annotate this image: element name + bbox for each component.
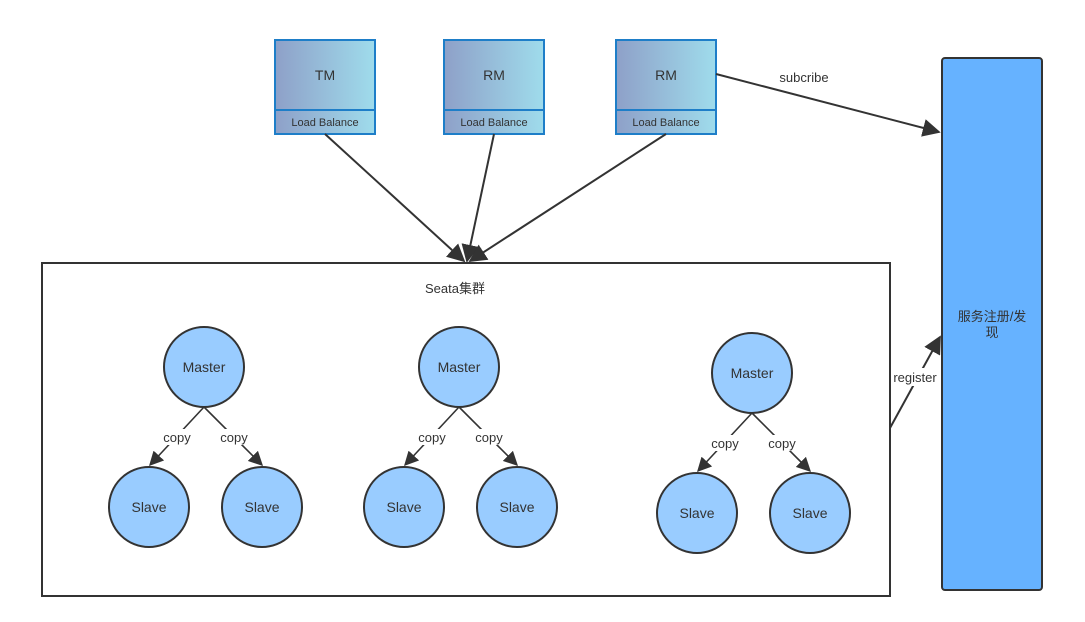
replica-group-1: copy copy Master Slave Slave [108,326,303,548]
client-label: TM [315,67,335,83]
client-sublabel: Load Balance [460,117,527,129]
copy-label: copy [768,436,796,451]
replica-group-2: copy copy Master Slave Slave [363,326,558,548]
slave-label: Slave [499,499,534,515]
arrow-subscribe [715,73,941,137]
client-tm: TM Load Balance [274,39,376,135]
slave-node [476,466,558,548]
registry-label-line2: 现 [985,325,998,340]
copy-label: copy [163,430,191,445]
slave-node [656,472,738,554]
arrow-rm2-to-cluster [468,133,667,262]
master-label: Master [731,365,774,381]
arrow-tm-to-cluster [324,133,466,263]
slave-label: Slave [679,505,714,521]
cluster-title: Seata集群 [425,281,485,296]
slave-node [769,472,851,554]
master-node [711,332,793,414]
replica-group-3: copy copy Master Slave Slave [656,332,851,554]
slave-label: Slave [131,499,166,515]
master-label: Master [183,359,226,375]
client-rm-2: RM Load Balance [615,39,717,135]
client-rm-1: RM Load Balance [443,39,545,135]
registry-box: 服务注册/发 现 [941,57,1043,591]
slave-node [221,466,303,548]
arrow-rm1-to-cluster [461,133,495,263]
register-label: register [893,370,937,385]
seata-cluster [41,262,891,597]
subscribe-label: subcribe [779,70,828,85]
registry-label-line1: 服务注册/发 [958,309,1027,324]
client-label: RM [483,67,505,83]
copy-label: copy [475,430,503,445]
copy-label: copy [220,430,248,445]
client-label: RM [655,67,677,83]
copy-label: copy [711,436,739,451]
register-label-bg [889,368,941,386]
slave-label: Slave [386,499,421,515]
master-label: Master [438,359,481,375]
master-node [418,326,500,408]
slave-node [108,466,190,548]
copy-label: copy [418,430,446,445]
master-node [163,326,245,408]
slave-label: Slave [792,505,827,521]
slave-node [363,466,445,548]
client-sublabel: Load Balance [632,117,699,129]
client-sublabel: Load Balance [291,117,358,129]
slave-label: Slave [244,499,279,515]
